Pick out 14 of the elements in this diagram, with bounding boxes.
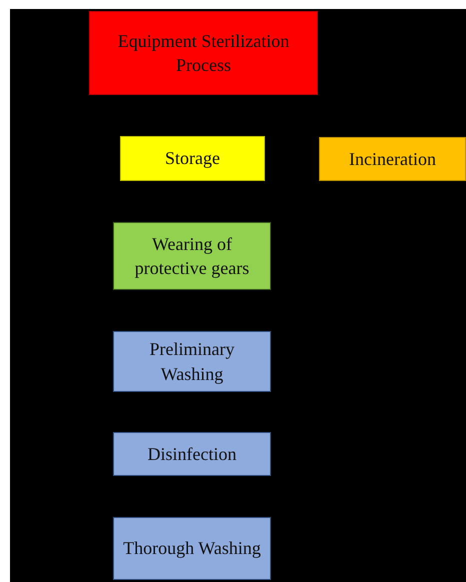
- process-box: [89, 11, 318, 95]
- box-label: Equipment Sterilization Process: [116, 30, 290, 77]
- process-box: [113, 331, 271, 392]
- process-box: [319, 137, 466, 181]
- process-box: [120, 136, 265, 181]
- box-label: Wearing of protective gears: [134, 232, 250, 280]
- process-box: [113, 222, 271, 290]
- box-label: Thorough Washing: [123, 537, 261, 560]
- box-label: Storage: [165, 147, 220, 170]
- process-box: [113, 517, 271, 580]
- process-box: [113, 432, 271, 476]
- box-label: Preliminary Washing: [148, 338, 236, 386]
- box-label: Incineration: [349, 148, 436, 171]
- box-label: Disinfection: [148, 442, 236, 466]
